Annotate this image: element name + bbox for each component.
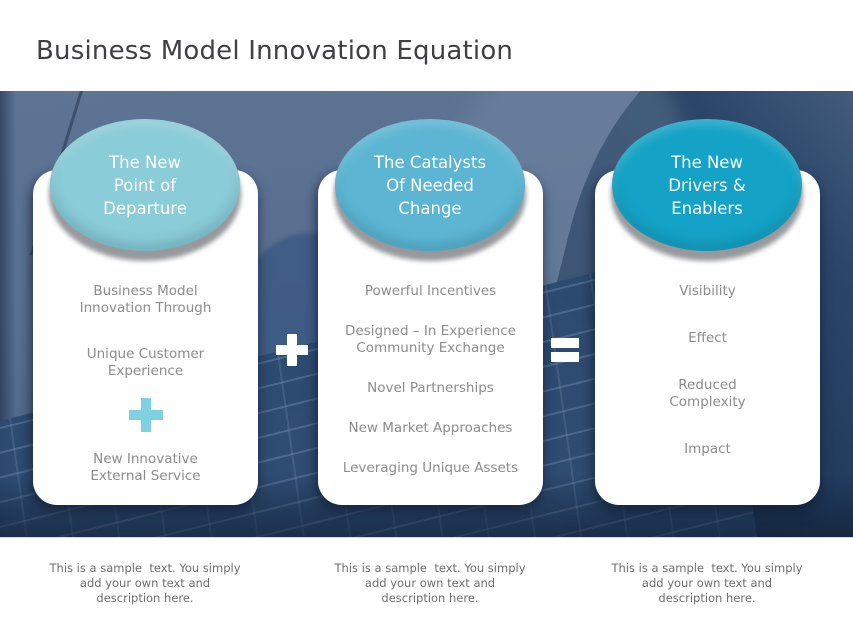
list-item: Powerful Incentives <box>364 283 497 299</box>
equals-operator-bar <box>551 352 579 362</box>
column-drivers-enablers: The New Drivers & Enablers Visibility Ef… <box>595 119 820 519</box>
list-item: Unique Customer Experience <box>86 346 205 379</box>
list-item: Effect <box>688 330 727 346</box>
list-item: Leveraging Unique Assets <box>342 460 519 476</box>
list-item: Visibility <box>679 283 736 299</box>
column-catalysts-of-change: The Catalysts Of Needed Change Powerful … <box>318 119 543 519</box>
equals-operator-icon <box>551 338 579 362</box>
column-point-of-departure: The New Point of Departure Business Mode… <box>33 119 258 519</box>
header-ellipse: The Catalysts Of Needed Change <box>335 119 525 251</box>
list-item: Reduced Complexity <box>669 377 746 410</box>
plus-operator-icon <box>276 334 308 366</box>
card-content: Powerful Incentives Designed – In Experi… <box>318 170 543 505</box>
page-title: Business Model Innovation Equation <box>36 36 514 66</box>
plus-operator-bar <box>287 334 297 366</box>
card-content: Visibility Effect Reduced Complexity Imp… <box>595 170 820 505</box>
header-ellipse: The New Point of Departure <box>50 119 240 251</box>
list-item: New Innovative External Service <box>90 451 201 484</box>
list-item: Designed – In Experience Community Excha… <box>345 323 516 356</box>
plus-icon-bar <box>140 398 151 432</box>
list-item: Impact <box>684 441 731 457</box>
list-item: Business Model Innovation Through <box>79 283 212 316</box>
list-item: New Market Approaches <box>348 420 513 436</box>
list-item: Novel Partnerships <box>367 380 494 396</box>
description-text: This is a sample text. You simply add yo… <box>49 561 241 605</box>
header-ellipse: The New Drivers & Enablers <box>612 119 802 251</box>
card-content: Business Model Innovation Through Unique… <box>33 170 258 505</box>
plus-icon <box>128 398 163 432</box>
description-text: This is a sample text. You simply add yo… <box>611 561 803 605</box>
description-text: This is a sample text. You simply add yo… <box>334 561 526 605</box>
equals-operator-bar <box>551 338 579 348</box>
